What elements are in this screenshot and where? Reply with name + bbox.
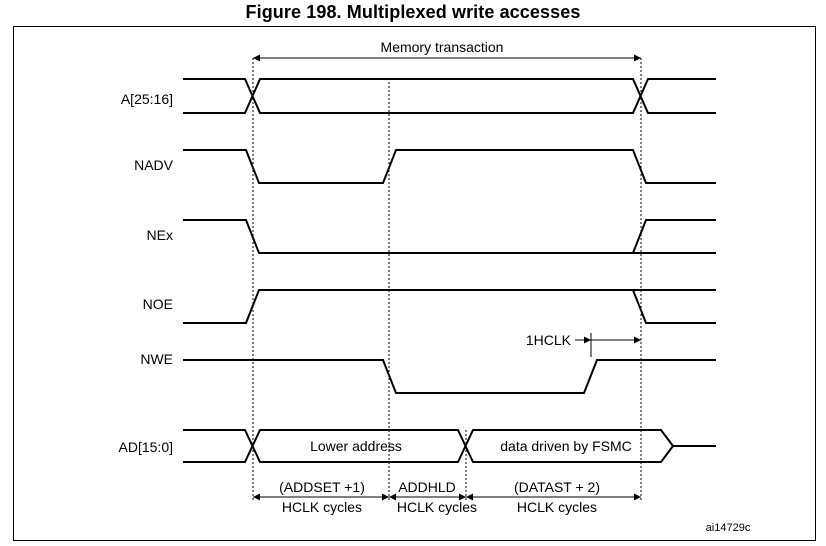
figure-frame [13,26,816,541]
addset-cycles-label: HCLK cycles [282,499,362,515]
waveform-ad15-0 [183,429,716,463]
figure-id: ai14729c [706,522,751,534]
signal-label-nex: NEx [147,227,173,243]
addhld-cycles-label: HCLK cycles [397,499,477,515]
signal-label-a25-16: A[25:16] [121,91,173,107]
datast-label: (DATAST + 2) [514,479,600,495]
lower-address-label: Lower address [310,438,402,454]
addset-label: (ADDSET +1) [279,479,365,495]
datast-cycles-label: HCLK cycles [517,499,597,515]
memory-transaction-label: Memory transaction [381,39,504,55]
one-hclk-label: 1HCLK [526,332,572,348]
signal-label-noe: NOE [143,296,173,312]
waveform-nadv [183,149,716,184]
waveform-noe [183,289,716,324]
data-driven-label: data driven by FSMC [500,438,632,454]
waveform-a25-16 [183,78,716,114]
waveform-nwe [183,359,716,394]
signal-label-ad15-0: AD[15:0] [119,439,173,455]
figure-title: Figure 198. Multiplexed write accesses [245,2,581,22]
addhld-label: ADDHLD [398,479,456,495]
signal-label-nadv: NADV [134,157,174,173]
signal-label-nwe: NWE [140,351,173,367]
waveform-nex [183,219,716,254]
